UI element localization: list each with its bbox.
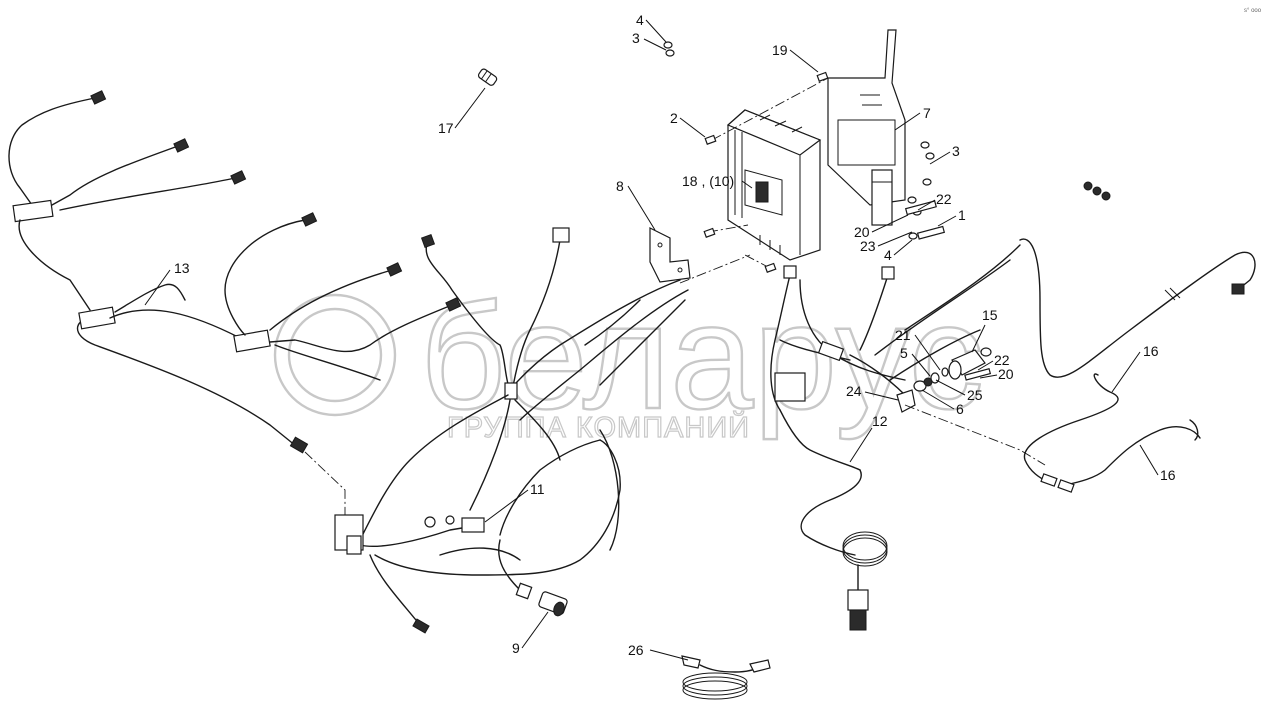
watermark: беларус ГРУППА КОМПАНИЙ xyxy=(273,271,985,445)
callout-20-lower: 20 xyxy=(998,366,1014,382)
callout-5: 5 xyxy=(900,345,908,361)
callout-20-top: 20 xyxy=(854,224,870,240)
splice-box xyxy=(12,199,54,223)
splice-box xyxy=(233,329,271,353)
callout-3-right: 3 xyxy=(952,143,960,159)
callouts: 4 3 17 19 2 7 3 8 18 , (10) 22 1 20 xyxy=(144,12,1176,661)
fastener-chain xyxy=(1083,181,1111,201)
callout-16-lower: 16 xyxy=(1160,467,1176,483)
connector xyxy=(445,297,462,312)
nut-washer-top xyxy=(663,41,675,57)
harness-11 xyxy=(334,227,689,634)
switch-9 xyxy=(538,591,568,617)
watermark-brand: беларус xyxy=(420,272,984,440)
callout-22-top: 22 xyxy=(936,191,952,207)
callout-12: 12 xyxy=(872,413,888,429)
callout-3-top: 3 xyxy=(632,30,640,46)
connector xyxy=(230,170,247,185)
callout-7: 7 xyxy=(923,105,931,121)
callout-4-top: 4 xyxy=(636,12,644,28)
harness-16 xyxy=(1023,373,1201,493)
connector xyxy=(301,212,318,227)
connector-cluster xyxy=(896,367,949,413)
corner-code: s° ooo xyxy=(1244,8,1262,14)
control-unit-18 xyxy=(726,109,822,261)
callout-2: 2 xyxy=(670,110,678,126)
callout-8: 8 xyxy=(616,178,624,194)
callout-23: 23 xyxy=(860,238,876,254)
callout-9: 9 xyxy=(512,640,520,656)
harness-13 xyxy=(8,90,462,454)
part-17-bolt xyxy=(477,68,498,86)
harness-12 xyxy=(770,238,1256,631)
callout-1: 1 xyxy=(958,207,966,223)
callout-6: 6 xyxy=(956,401,964,417)
screw xyxy=(703,227,716,238)
cable-26 xyxy=(681,655,771,700)
callout-13: 13 xyxy=(174,260,190,276)
watermark-logo-circle xyxy=(273,293,397,417)
callout-21: 21 xyxy=(895,327,911,343)
callout-11: 11 xyxy=(530,481,545,497)
callout-15: 15 xyxy=(982,307,998,323)
connector xyxy=(173,138,190,153)
callout-25: 25 xyxy=(967,387,983,403)
callout-22-lower: 22 xyxy=(994,352,1010,368)
screw xyxy=(764,262,777,273)
callout-24: 24 xyxy=(846,383,862,399)
callout-18: 18 , (10) xyxy=(682,173,734,189)
callout-26: 26 xyxy=(628,642,644,658)
watermark-subtitle: ГРУППА КОМПАНИЙ xyxy=(447,410,750,444)
screw xyxy=(704,134,717,145)
callout-19: 19 xyxy=(772,42,788,58)
connector xyxy=(386,262,403,277)
bracket-8 xyxy=(649,227,691,283)
bracket-7 xyxy=(827,29,906,226)
sensor-15 xyxy=(948,347,992,381)
screw xyxy=(816,71,829,82)
callout-4-mid: 4 xyxy=(884,247,892,263)
connector xyxy=(90,90,107,105)
callout-16-upper: 16 xyxy=(1143,343,1159,359)
splice-box xyxy=(78,306,116,330)
callout-17: 17 xyxy=(438,120,454,136)
connector xyxy=(289,436,309,454)
